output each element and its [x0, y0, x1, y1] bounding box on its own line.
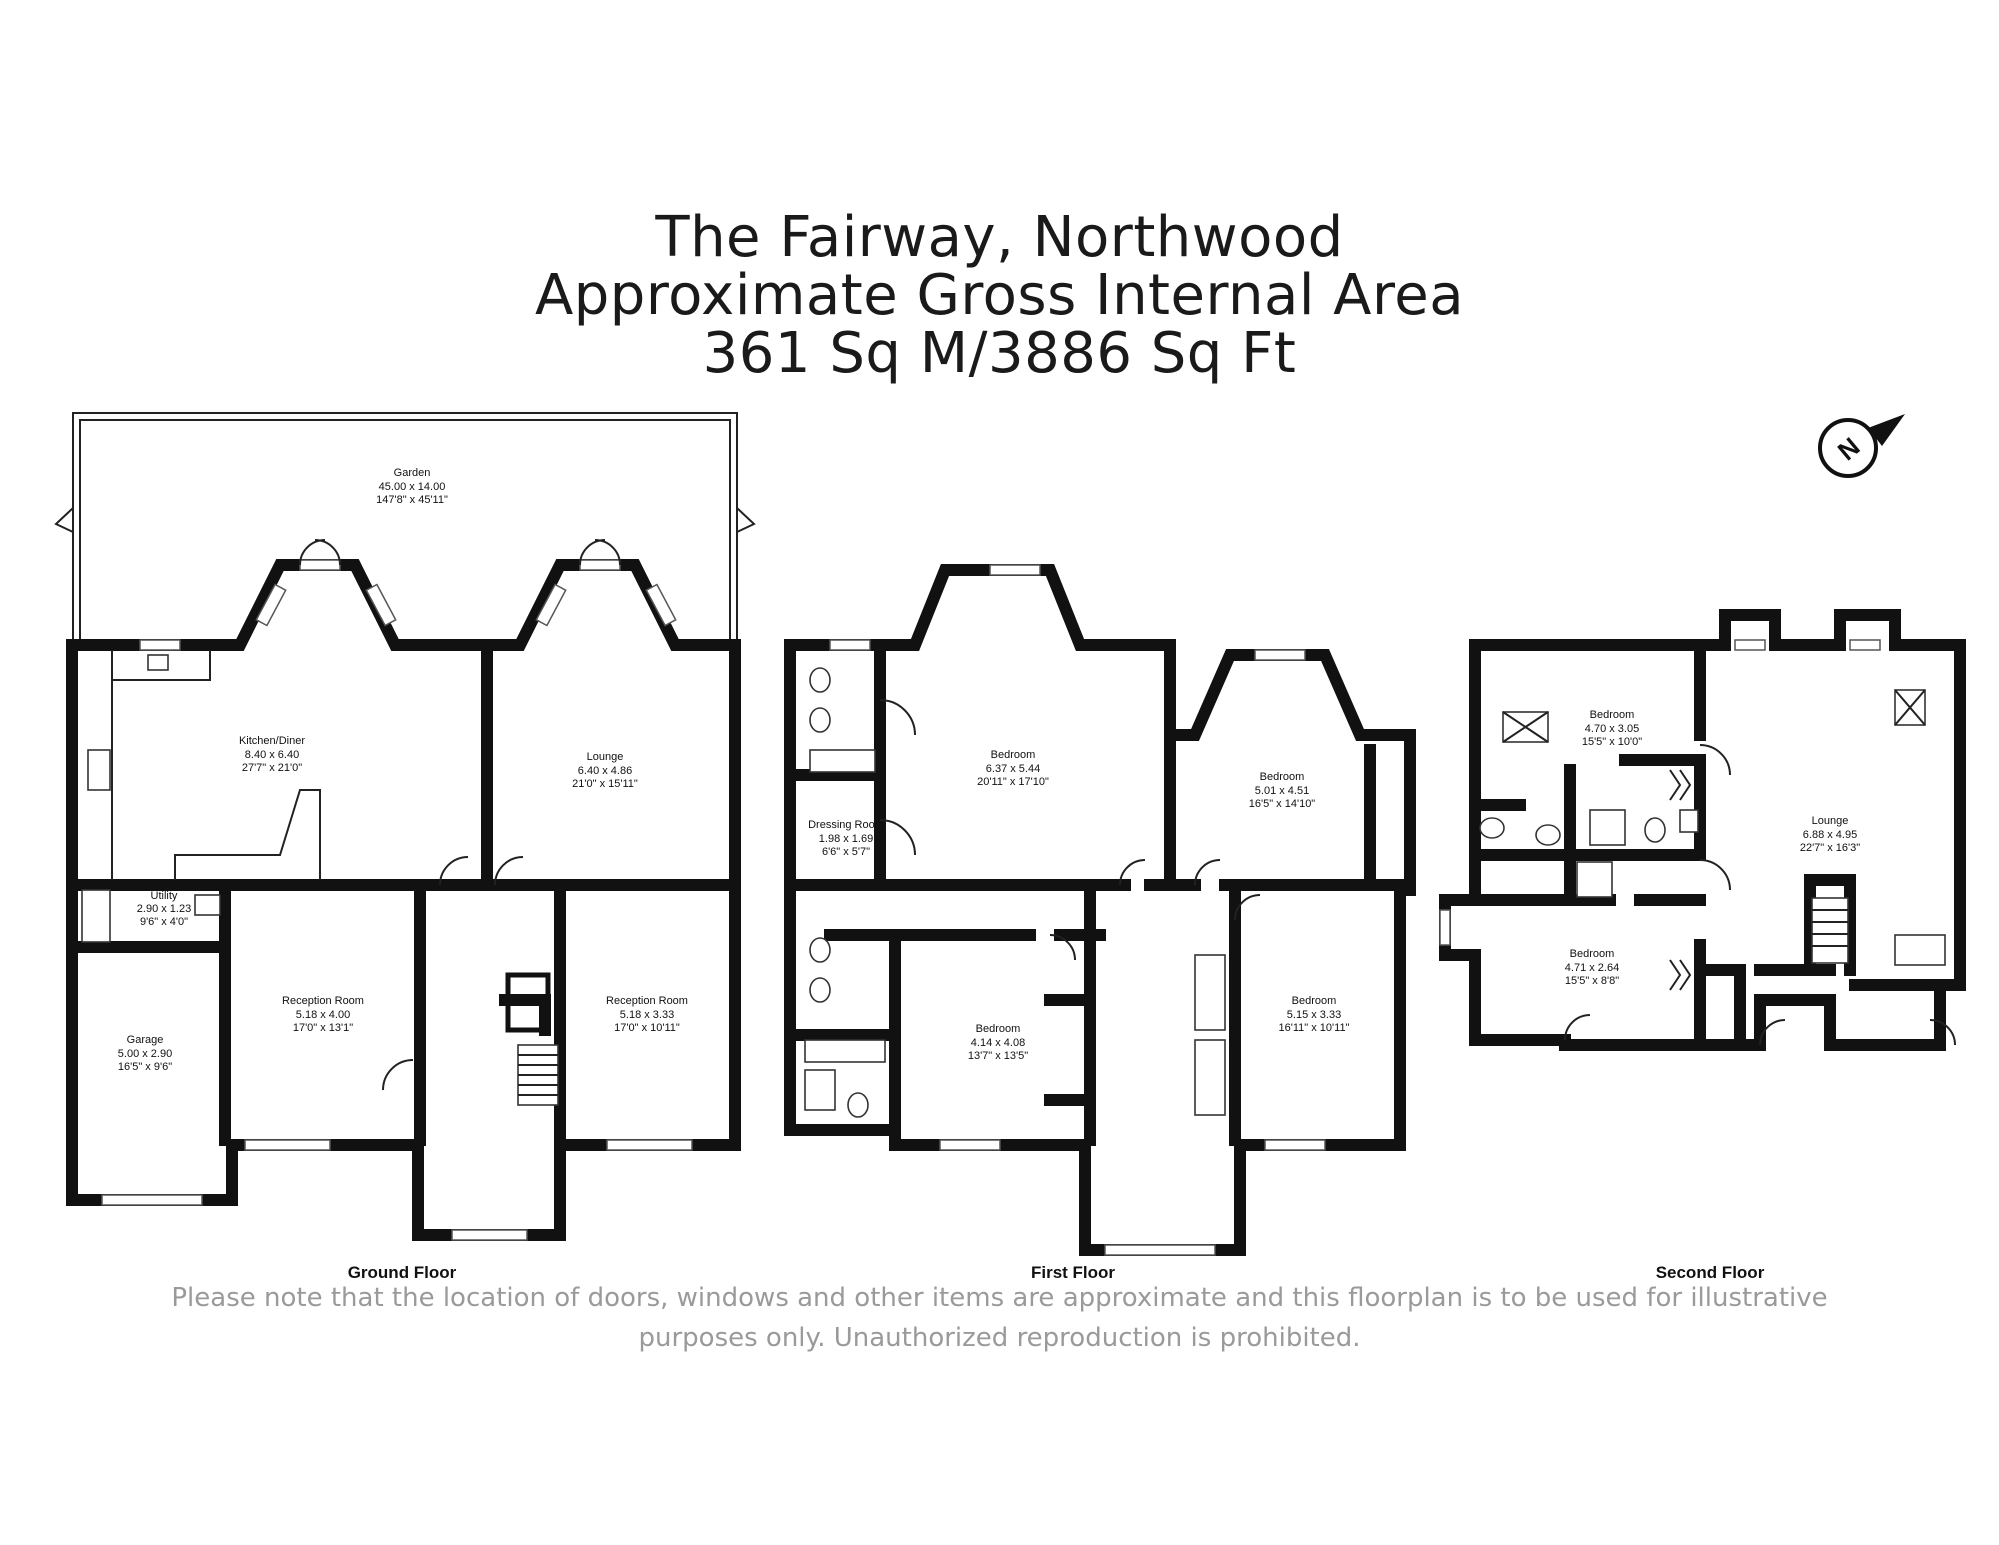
sink-icon [809, 707, 831, 733]
svg-text:8.40 x 6.40: 8.40 x 6.40 [245, 749, 299, 761]
svg-text:1.98 x 1.69: 1.98 x 1.69 [819, 833, 873, 845]
room-name-bedroom: Bedroom [1590, 709, 1635, 721]
garden-boundary [72, 412, 738, 641]
svg-text:15'5" x 10'0": 15'5" x 10'0" [1582, 736, 1642, 748]
area-figure: 361 Sq M/3886 Sq Ft [702, 321, 1297, 386]
room-name-garage: Garage [127, 1034, 164, 1046]
window [606, 1139, 693, 1151]
disclaimer-line-2: purposes only. Unauthorized reproduction… [638, 1323, 1361, 1353]
room-name-lounge: Lounge [1812, 815, 1849, 827]
staircase [1194, 954, 1226, 1031]
svg-text:147'8" x 45'11": 147'8" x 45'11" [376, 494, 448, 506]
svg-text:5.01 x 4.51: 5.01 x 4.51 [1255, 785, 1309, 797]
toilet-icon [847, 1092, 869, 1118]
north-arrow-icon: N [1818, 414, 1905, 478]
toilet-icon [809, 667, 831, 693]
svg-text:22'7" x 16'3": 22'7" x 16'3" [1800, 842, 1860, 854]
sink-icon [1535, 824, 1561, 846]
toilet-icon [809, 937, 831, 963]
svg-text:6.37 x 5.44: 6.37 x 5.44 [986, 763, 1040, 775]
sink-icon [1679, 809, 1699, 833]
svg-text:16'5" x 14'10": 16'5" x 14'10" [1249, 798, 1316, 810]
sink-icon [809, 977, 831, 1003]
room-name-bedroom: Bedroom [976, 1023, 1021, 1035]
svg-text:16'5" x 9'6": 16'5" x 9'6" [118, 1061, 172, 1073]
shower-icon [1589, 809, 1626, 846]
room-name-bedroom: Bedroom [1292, 995, 1337, 1007]
svg-text:4.14 x 4.08: 4.14 x 4.08 [971, 1037, 1025, 1049]
svg-text:4.70 x 3.05: 4.70 x 3.05 [1585, 723, 1639, 735]
window [244, 1139, 331, 1151]
shower-icon [804, 1069, 836, 1111]
svg-text:17'0" x 10'11": 17'0" x 10'11" [614, 1022, 680, 1034]
room-name-bedroom: Bedroom [991, 749, 1036, 761]
first-floor-plan: Bedroom 6.37 x 5.44 20'11" x 17'10" Bedr… [784, 564, 1416, 1282]
svg-text:6'6" x 5'7": 6'6" x 5'7" [822, 846, 870, 858]
shower-icon [809, 749, 876, 773]
svg-text:45.00 x 14.00: 45.00 x 14.00 [379, 481, 446, 493]
second-floor-outer-wall [1439, 609, 1966, 1051]
window [101, 1194, 203, 1206]
svg-text:17'0" x 13'1": 17'0" x 13'1" [293, 1022, 353, 1034]
garden-boundary-inner [79, 419, 731, 641]
svg-text:20'11" x 17'10": 20'11" x 17'10" [977, 776, 1049, 788]
svg-text:6.40 x 4.86: 6.40 x 4.86 [578, 765, 632, 777]
room-name-dressing-room: Dressing Room [808, 819, 884, 831]
room-name-bedroom: Bedroom [1260, 771, 1305, 783]
kitchen-island [174, 789, 321, 880]
room-name-reception-room: Reception Room [282, 995, 364, 1007]
ground-floor-outer-wall [66, 559, 741, 1241]
svg-text:2.90 x 1.23: 2.90 x 1.23 [137, 903, 191, 915]
room-name-utility: Utility [151, 890, 178, 902]
floor-label-first: First Floor [1031, 1263, 1115, 1282]
room-name-bedroom: Bedroom [1570, 948, 1615, 960]
sink-icon [147, 654, 169, 671]
svg-text:5.15 x 3.33: 5.15 x 3.33 [1287, 1009, 1341, 1021]
toilet-icon [1644, 817, 1666, 843]
room-name-kitchen-diner: Kitchen/Diner [239, 735, 305, 747]
ground-floor-plan: Garden 45.00 x 14.00 147'8" x 45'11" Kit… [54, 412, 756, 1282]
property-title: The Fairway, Northwood [655, 205, 1344, 270]
svg-text:13'7" x 13'5": 13'7" x 13'5" [968, 1050, 1028, 1062]
svg-text:21'0" x 15'11": 21'0" x 15'11" [572, 778, 638, 790]
staircase [1811, 897, 1849, 964]
room-name-reception-room: Reception Room [606, 995, 688, 1007]
svg-text:5.00 x 2.90: 5.00 x 2.90 [118, 1048, 172, 1060]
disclaimer-note: Please note that the location of doors, … [0, 1278, 1999, 1358]
staircase [1194, 1039, 1226, 1116]
svg-text:6.88 x 4.95: 6.88 x 4.95 [1803, 829, 1857, 841]
bath-icon [804, 1039, 886, 1063]
front-door [451, 1229, 528, 1241]
svg-text:5.18 x 3.33: 5.18 x 3.33 [620, 1009, 674, 1021]
svg-text:27'7" x 21'0": 27'7" x 21'0" [242, 762, 302, 774]
room-name-garden: Garden [394, 467, 431, 479]
svg-text:9'6" x 4'0": 9'6" x 4'0" [140, 916, 188, 928]
svg-text:15'5" x 8'8": 15'5" x 8'8" [1565, 975, 1619, 987]
toilet-icon [1479, 817, 1505, 839]
compass-letter: N [1832, 431, 1866, 466]
floor-label-ground: Ground Floor [348, 1263, 457, 1282]
floor-label-second: Second Floor [1656, 1263, 1765, 1282]
second-floor-plan: Bedroom 4.70 x 3.05 15'5" x 10'0" Lounge… [1439, 609, 1966, 1282]
bath-icon [1894, 934, 1946, 966]
first-floor-outer-wall [784, 564, 1416, 1256]
room-name-lounge: Lounge [587, 751, 624, 763]
window [139, 639, 181, 651]
shower-icon [1576, 861, 1613, 898]
svg-text:4.71 x 2.64: 4.71 x 2.64 [1565, 962, 1619, 974]
svg-text:5.18 x 4.00: 5.18 x 4.00 [296, 1009, 350, 1021]
hob-icon [87, 749, 111, 791]
disclaimer-line-1: Please note that the location of doors, … [171, 1283, 1828, 1313]
area-subtitle: Approximate Gross Internal Area [534, 263, 1465, 328]
svg-text:16'11" x 10'11": 16'11" x 10'11" [1279, 1022, 1350, 1034]
